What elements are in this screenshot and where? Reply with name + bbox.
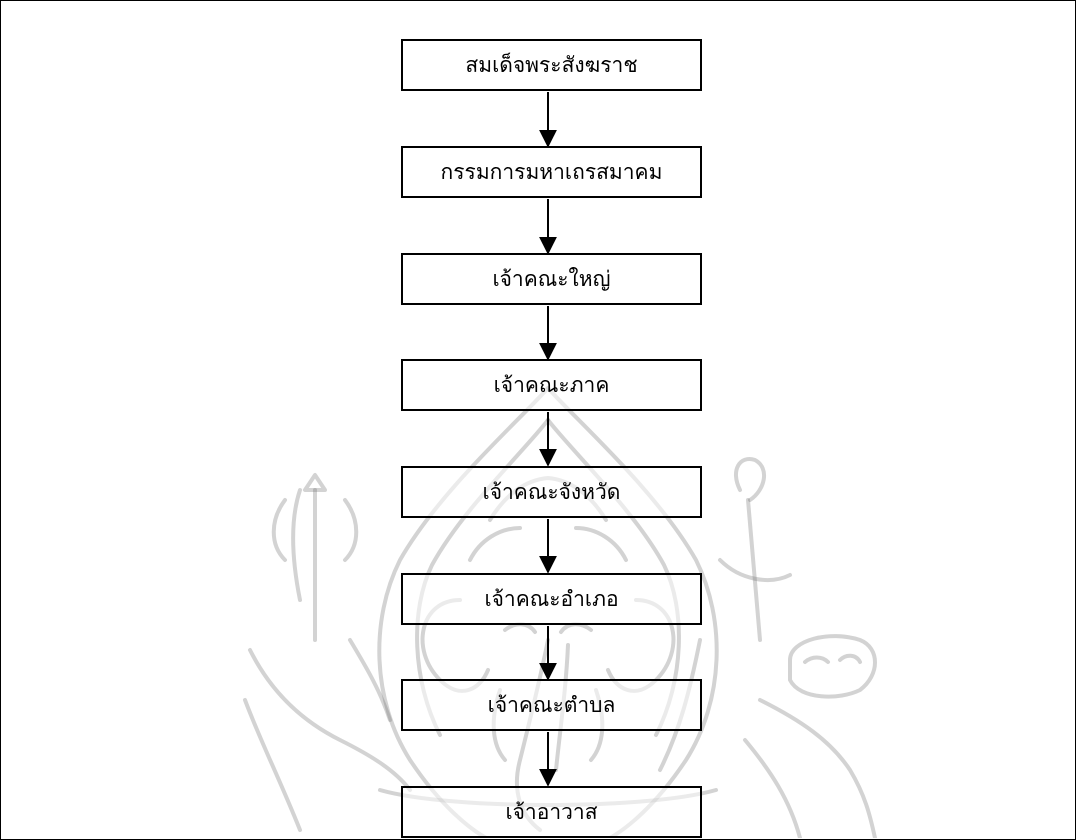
node-district-head: เจ้าคณะอำเภอ: [401, 573, 702, 625]
node-subdistrict-head: เจ้าคณะตำบล: [401, 679, 702, 731]
node-supreme-patriarch: สมเด็จพระสังฆราช: [401, 39, 702, 91]
node-head-of-sect: เจ้าคณะใหญ่: [401, 253, 702, 305]
node-provincial-head: เจ้าคณะจังหวัด: [401, 466, 702, 518]
node-regional-head: เจ้าคณะภาค: [401, 359, 702, 411]
node-abbot: เจ้าอาวาส: [401, 786, 702, 838]
node-supreme-sangha-council: กรรมการมหาเถรสมาคม: [401, 146, 702, 198]
